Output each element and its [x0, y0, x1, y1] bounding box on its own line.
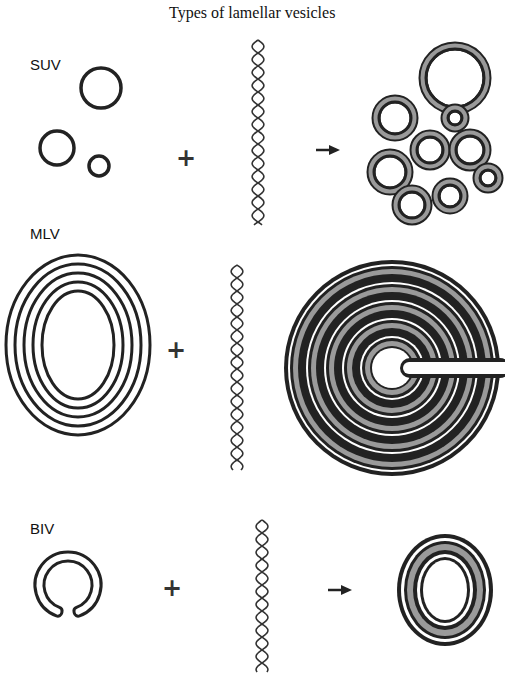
plus-sign: +	[166, 336, 186, 364]
vesicle	[40, 131, 74, 165]
lipoplex-multilamellar	[284, 260, 505, 476]
vesicle-type-label: MLV	[30, 225, 60, 242]
vesicle	[436, 182, 464, 210]
plus-sign: +	[162, 574, 182, 602]
helix-strand	[252, 40, 264, 225]
bilamellar-invaginated-vesicle	[35, 552, 101, 616]
dna-helix	[252, 40, 264, 225]
plus-sign: +	[176, 144, 196, 172]
helix-strand	[256, 520, 268, 672]
vesicle	[376, 99, 414, 137]
helix-strand	[256, 520, 268, 672]
multilamellar-vesicle	[6, 255, 150, 435]
vesicle	[81, 68, 121, 108]
helix-strand	[252, 40, 264, 225]
vesicle	[396, 189, 428, 221]
vesicle	[371, 153, 409, 191]
vesicle	[477, 167, 499, 189]
vesicle	[445, 108, 465, 128]
vesicle	[89, 156, 109, 176]
helix-strand	[231, 265, 243, 470]
vesicle-type-label: SUV	[30, 56, 61, 73]
helix-strand	[231, 265, 243, 470]
reaction-arrow	[316, 145, 340, 155]
dna-helix	[256, 520, 268, 672]
vesicle-type-label: BIV	[30, 520, 54, 537]
vesicle	[423, 46, 487, 110]
vesicle	[453, 133, 487, 167]
reaction-arrow	[328, 585, 352, 595]
dna-helix	[231, 265, 243, 470]
diagram-title: Types of lamellar vesicles	[169, 4, 335, 22]
vesicle	[414, 134, 446, 166]
lipoplex-bilamellar	[397, 534, 493, 646]
